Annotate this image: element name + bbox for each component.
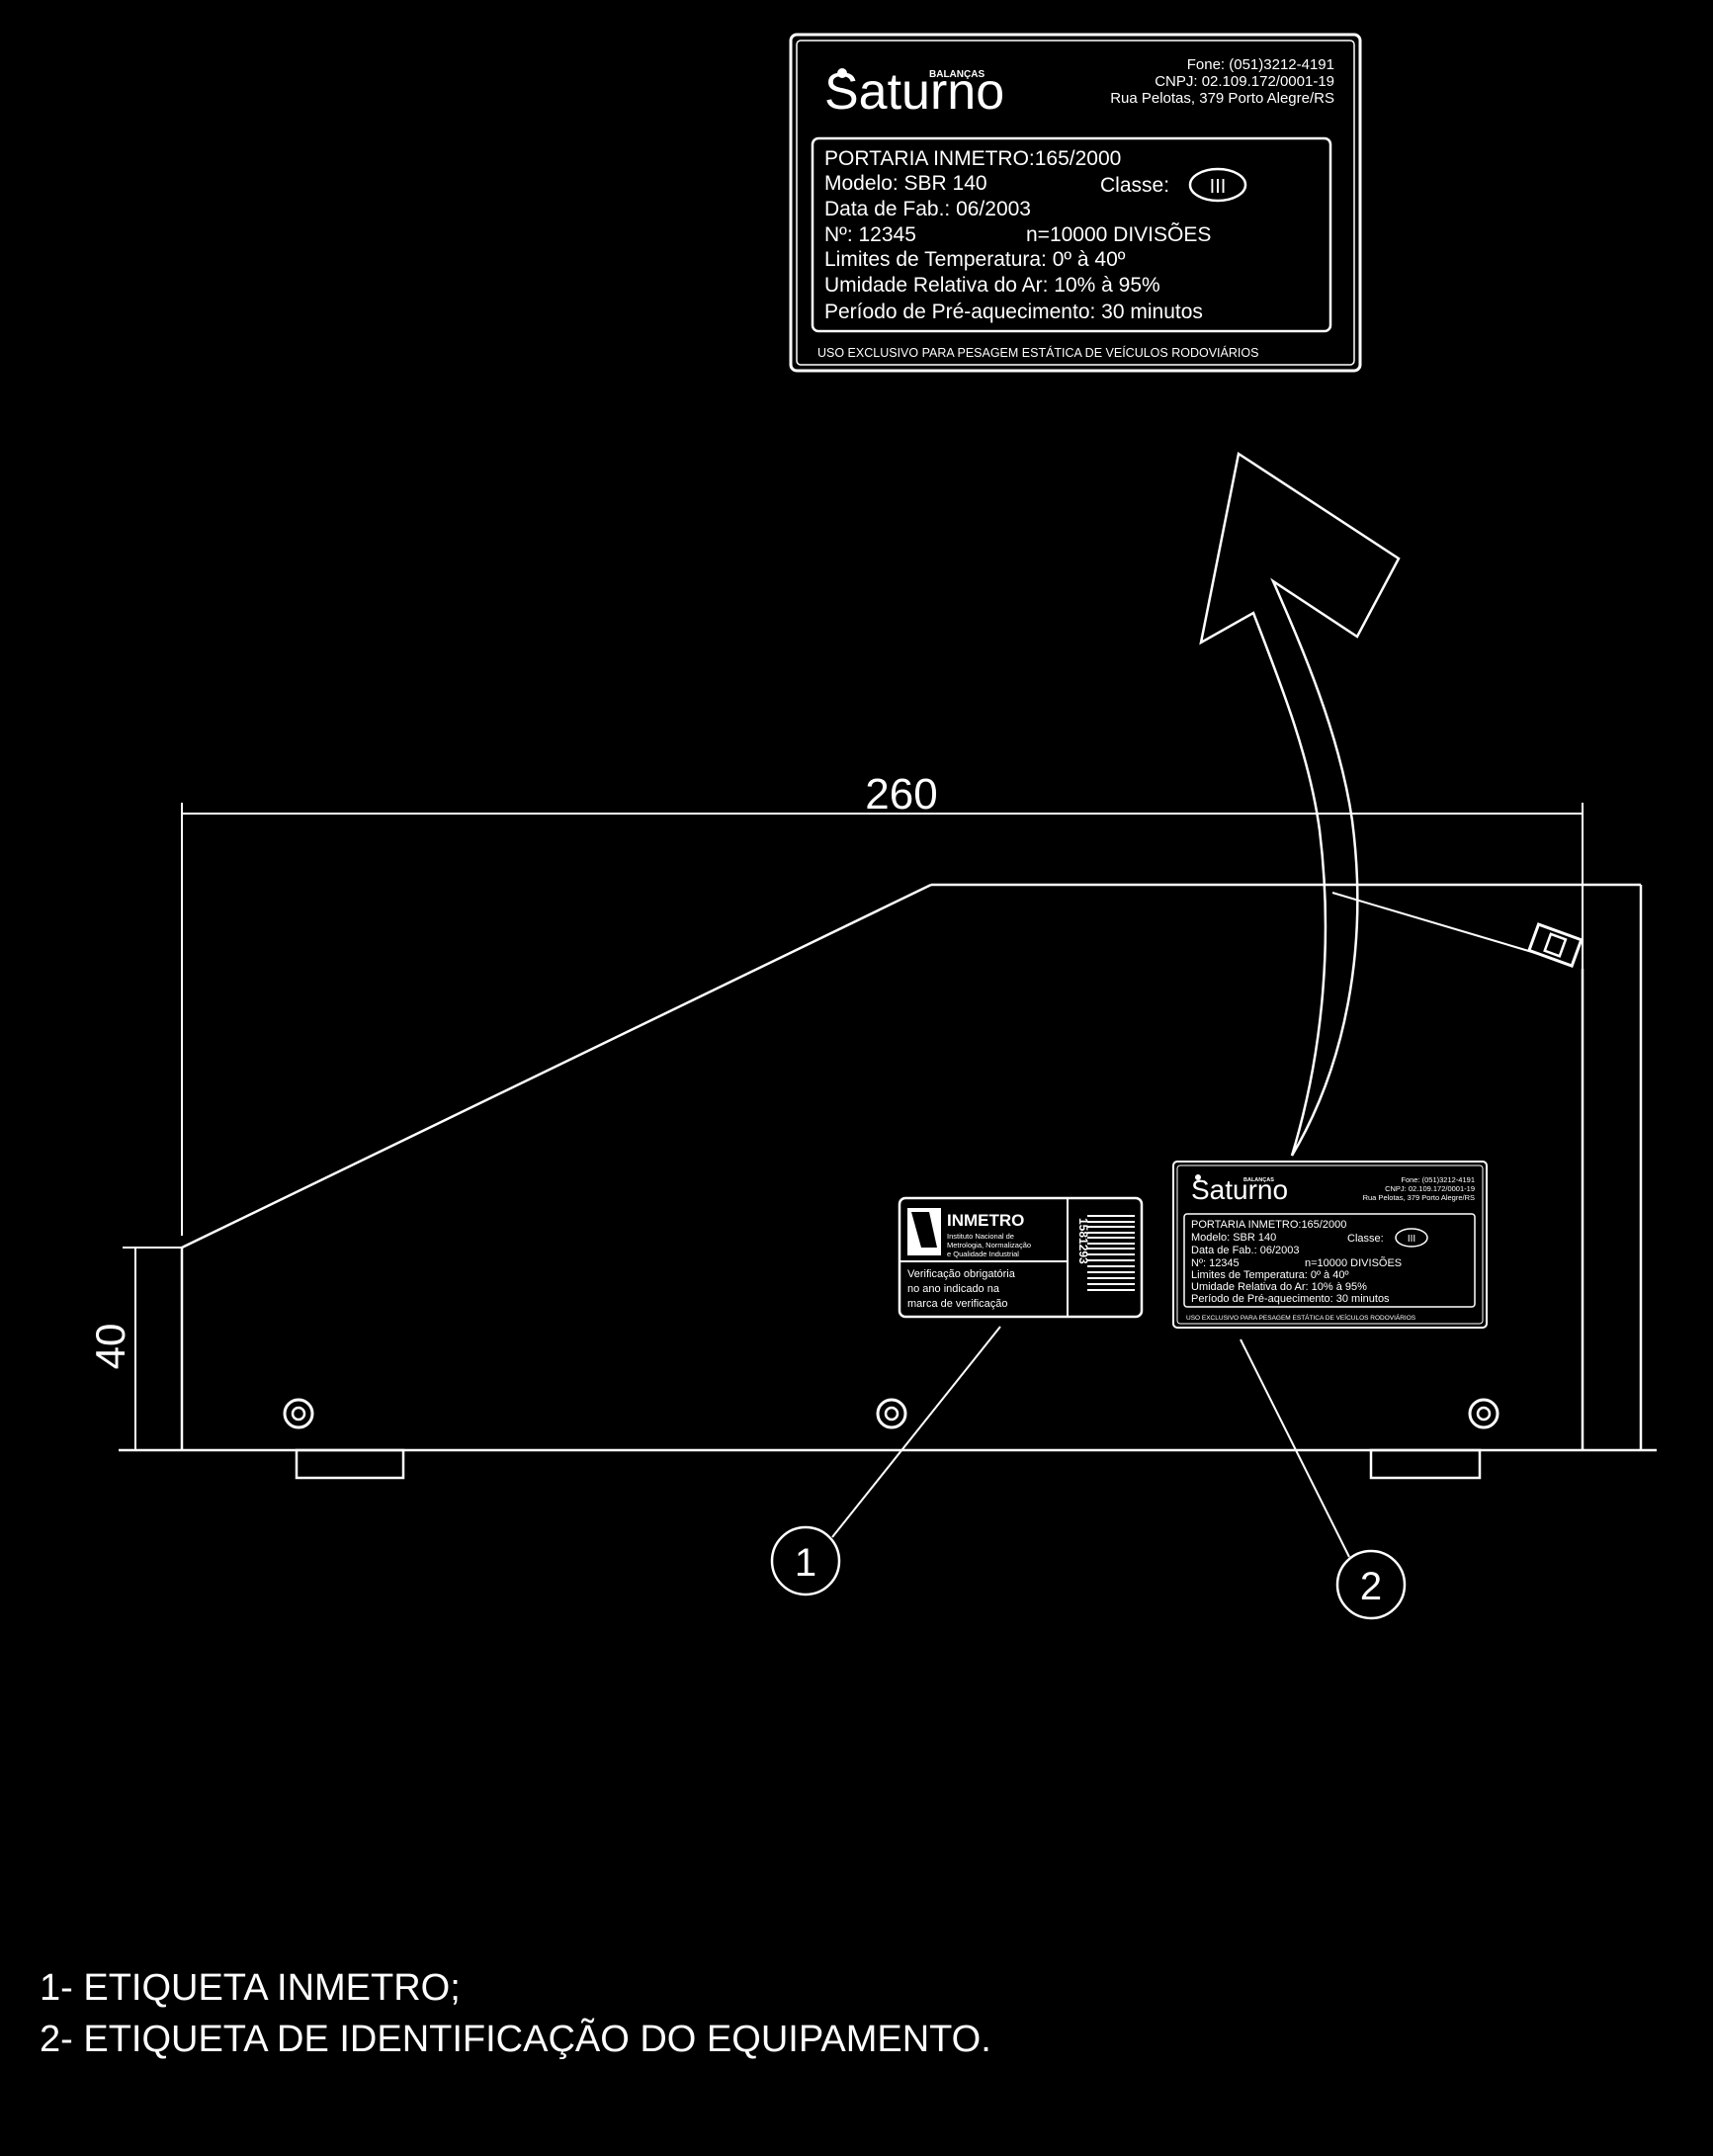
- cnpj-text: CNPJ: 02.109.172/0001-19: [1155, 73, 1334, 90]
- aquecimento-text-mini: Período de Pré-aquecimento: 30 minutos: [1191, 1293, 1390, 1305]
- left-foot: [295, 1448, 405, 1480]
- identification-label-small: BALANÇAS Saturno Fone: (051)3212-4191 CN…: [1172, 1161, 1488, 1329]
- inmetro-serial: 1581293: [1076, 1218, 1090, 1264]
- callout-1-leader: [831, 1326, 1001, 1538]
- data-fab-text: Data de Fab.: 06/2003: [824, 198, 1031, 220]
- data-fab-text-mini: Data de Fab.: 06/2003: [1191, 1245, 1299, 1256]
- inmetro-note3: marca de verificação: [907, 1298, 1008, 1310]
- inmetro-title: INMETRO: [947, 1211, 1024, 1230]
- umidade-text-mini: Umidade Relativa do Ar: 10% à 95%: [1191, 1281, 1367, 1293]
- cable-line: [1331, 892, 1543, 956]
- legend-item-2: 2- ETIQUETA DE IDENTIFICAÇÃO DO EQUIPAME…: [40, 2019, 991, 2060]
- barcode-icon: [1087, 1215, 1135, 1291]
- screw-icon: [1468, 1398, 1499, 1429]
- modelo-text-mini: Modelo: SBR 140: [1191, 1232, 1276, 1244]
- brand-logo-text-mini: Saturno: [1191, 1174, 1288, 1205]
- address-text: Rua Pelotas, 379 Porto Alegre/RS: [1110, 90, 1334, 107]
- footer-text-mini: USO EXCLUSIVO PARA PESAGEM ESTÁTICA DE V…: [1186, 1313, 1416, 1322]
- dim-40-text: 40: [87, 1324, 133, 1370]
- curved-arrow: [1199, 451, 1401, 1157]
- classe-value-mini: III: [1408, 1234, 1415, 1245]
- right-foot: [1369, 1448, 1482, 1480]
- cnpj-text-mini: CNPJ: 02.109.172/0001-19: [1385, 1184, 1475, 1193]
- machine-front-view: 260 40: [87, 770, 1657, 1480]
- legend-item-1: 1- ETIQUETA INMETRO;: [40, 1967, 461, 2009]
- classe-label-mini: Classe:: [1347, 1233, 1384, 1245]
- callout-1-circle: [770, 1525, 841, 1596]
- brand-dot-icon: [837, 68, 847, 78]
- classe-value: III: [1210, 176, 1227, 198]
- inmetro-note2: no ano indicado na: [907, 1283, 1000, 1295]
- label-info-box: [811, 136, 1332, 333]
- modelo-text: Modelo: SBR 140: [824, 172, 987, 195]
- footer-text: USO EXCLUSIVO PARA PESAGEM ESTÁTICA DE V…: [817, 345, 1258, 360]
- phone-text-mini: Fone: (051)3212-4191: [1401, 1175, 1475, 1184]
- identification-label-enlarged: BALANÇAS Saturno Fone: (051)3212-4191 CN…: [789, 33, 1362, 373]
- classe-label: Classe:: [1100, 174, 1169, 197]
- inmetro-line2: Metrologia, Normalização: [947, 1241, 1031, 1250]
- temperatura-text-mini: Limites de Temperatura: 0º à 40º: [1191, 1269, 1348, 1281]
- inmetro-line3: e Qualidade Industrial: [947, 1250, 1019, 1258]
- numero-text: Nº: 12345: [824, 223, 916, 246]
- inmetro-note1: Verificação obrigatória: [907, 1268, 1016, 1280]
- inmetro-label-small: INMETRO Instituto Nacional de Metrologia…: [898, 1196, 1144, 1319]
- connector-icon: [1527, 922, 1584, 969]
- legend: 1- ETIQUETA INMETRO; 2- ETIQUETA DE IDEN…: [40, 1962, 991, 2065]
- callout-2-circle: [1335, 1549, 1407, 1620]
- inmetro-logo-icon: [907, 1208, 941, 1255]
- brand-dot-icon: [1195, 1174, 1201, 1180]
- brand-logo-text: Saturno: [824, 63, 1004, 121]
- portaria-text: PORTARIA INMETRO:165/2000: [824, 147, 1121, 170]
- address-text-mini: Rua Pelotas, 379 Porto Alegre/RS: [1363, 1193, 1475, 1202]
- inmetro-line1: Instituto Nacional de: [947, 1232, 1014, 1241]
- brand-small-text: BALANÇAS: [929, 69, 985, 80]
- callout-1-text: 1: [795, 1541, 816, 1585]
- umidade-text: Umidade Relativa do Ar: 10% à 95%: [824, 274, 1160, 297]
- dim-260-text: 260: [865, 770, 937, 819]
- screw-icon: [876, 1398, 907, 1429]
- divisoes-text: n=10000 DIVISÕES: [1026, 222, 1211, 246]
- numero-text-mini: Nº: 12345: [1191, 1257, 1240, 1269]
- divisoes-text-mini: n=10000 DIVISÕES: [1305, 1256, 1402, 1269]
- body-slope: [181, 883, 932, 1250]
- screw-icon: [283, 1398, 314, 1429]
- phone-text: Fone: (051)3212-4191: [1187, 56, 1334, 73]
- callout-2-text: 2: [1360, 1565, 1382, 1608]
- classe-badge: [1188, 167, 1247, 203]
- callout-2-leader: [1240, 1338, 1350, 1558]
- temperatura-text: Limites de Temperatura: 0º à 40º: [824, 248, 1126, 271]
- portaria-text-mini: PORTARIA INMETRO:165/2000: [1191, 1219, 1346, 1231]
- aquecimento-text: Período de Pré-aquecimento: 30 minutos: [824, 301, 1203, 323]
- brand-small-text-mini: BALANÇAS: [1243, 1177, 1274, 1183]
